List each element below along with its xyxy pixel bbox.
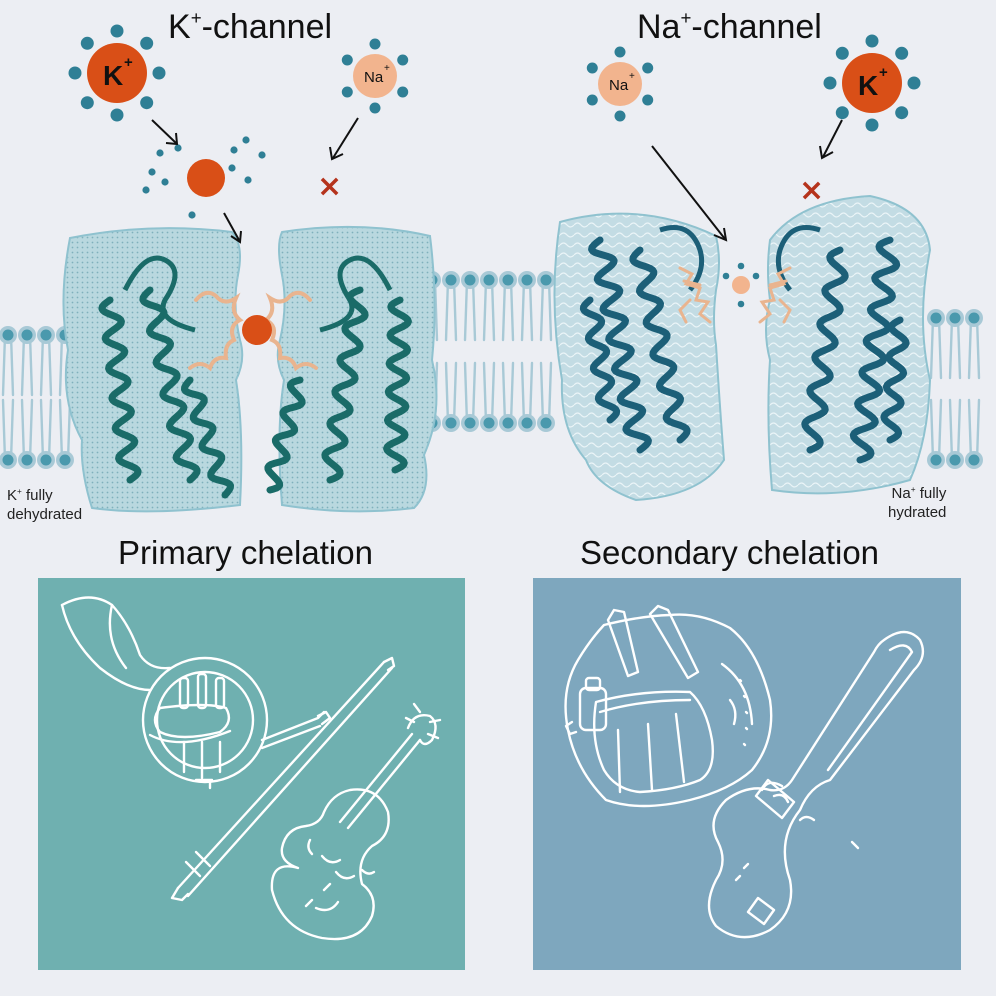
lipid-bilayer (0, 271, 983, 469)
na-ion-label-right: Na (609, 77, 629, 94)
k-channel-title: K+-channel (168, 6, 333, 46)
k-channel-protein (62, 225, 438, 513)
k-selectivity-filter (188, 290, 318, 372)
potassium-rejected-mark: × (799, 173, 824, 208)
ion-labels: K + Na + Na + K + (103, 54, 888, 101)
na-ion-label: Na (364, 69, 384, 86)
french-horn-drawing (60, 596, 332, 790)
na-ion-charge: + (384, 63, 390, 74)
na-channel-left-subunit (553, 212, 726, 502)
na-channel-title: Na+-channel (637, 6, 822, 46)
backpack-drawing (564, 604, 773, 808)
k-ion-label-right: K (858, 70, 878, 101)
sodium-rejected-mark: × (317, 169, 342, 204)
hydrated-sodium-ion (341, 38, 409, 114)
k-channel-right-subunit (276, 225, 438, 513)
k-dehydrated-note: K+ fully dehydrated (7, 486, 83, 523)
violin-case-drawing (707, 630, 925, 939)
ion-path-arrows (151, 117, 843, 244)
hydrated-potassium-ion-right (823, 34, 921, 132)
hydrated-potassium-ion (68, 24, 166, 122)
na-channel-helices (579, 225, 910, 464)
k-ion-charge: + (124, 54, 133, 71)
primary-chelation-heading: Primary chelation (118, 534, 373, 571)
primary-chelation-box (38, 578, 465, 970)
na-selectivity-filter (678, 266, 792, 324)
violin-drawing (170, 656, 442, 941)
potassium-ion-in-pore (242, 315, 272, 345)
k-channel-helices (98, 255, 412, 499)
hydrated-sodium-ion-right (586, 46, 654, 122)
na-ion-charge-right: + (629, 71, 635, 82)
na-hydrated-note: Na+ fully hydrated (888, 484, 947, 521)
rejection-marks: × × (317, 169, 824, 208)
k-ion-label: K (103, 60, 123, 91)
k-ion-charge-right: + (879, 64, 888, 81)
secondary-chelation-heading: Secondary chelation (580, 534, 880, 571)
dehydrating-potassium-ion (142, 136, 266, 219)
hydrated-sodium-in-pore (722, 262, 760, 308)
